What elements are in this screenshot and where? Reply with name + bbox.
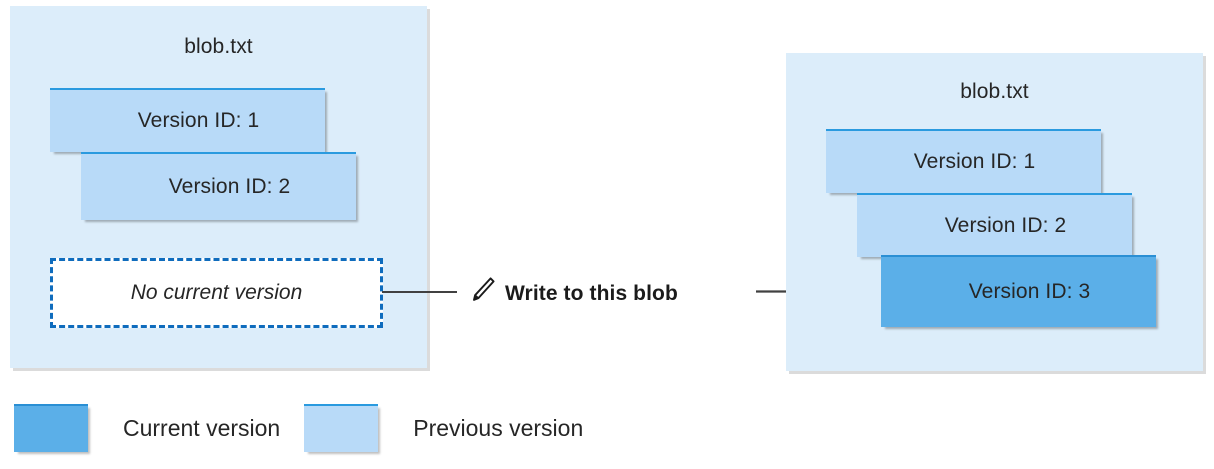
legend-swatch-current [14, 404, 88, 452]
right-blob-panel: blob.txt Version ID: 1 Version ID: 2 Ver… [786, 53, 1203, 371]
legend-item-current: Current version [14, 404, 280, 452]
right-version-card-1: Version ID: 1 [826, 129, 1101, 193]
pencil-icon [469, 276, 496, 312]
left-version-label-2: Version ID: 2 [168, 175, 291, 198]
left-blob-name: blob.txt [184, 35, 253, 58]
left-version-card-2: Version ID: 2 [81, 152, 356, 220]
legend-item-previous: Previous version [304, 404, 583, 452]
legend-label-previous: Previous version [413, 414, 584, 441]
right-version-label-1: Version ID: 1 [913, 150, 1036, 173]
left-version-label-1: Version ID: 1 [137, 109, 260, 132]
no-current-version-label: No current version [130, 281, 303, 304]
right-version-label-3: Version ID: 3 [968, 280, 1091, 303]
legend-swatch-previous [304, 404, 379, 452]
connector-line-left [382, 291, 457, 293]
right-version-card-2: Version ID: 2 [857, 193, 1132, 257]
legend: Current version Previous version [14, 404, 583, 452]
right-version-card-3: Version ID: 3 [881, 255, 1156, 327]
right-blob-name: blob.txt [960, 80, 1029, 103]
no-current-version-box: No current version [50, 258, 383, 328]
write-action: Write to this blob [469, 276, 678, 312]
write-action-label: Write to this blob [505, 282, 678, 305]
legend-label-current: Current version [123, 414, 281, 441]
left-blob-panel: blob.txt Version ID: 1 Version ID: 2 No … [10, 6, 427, 368]
left-version-card-1: Version ID: 1 [50, 88, 325, 152]
right-version-label-2: Version ID: 2 [944, 214, 1067, 237]
